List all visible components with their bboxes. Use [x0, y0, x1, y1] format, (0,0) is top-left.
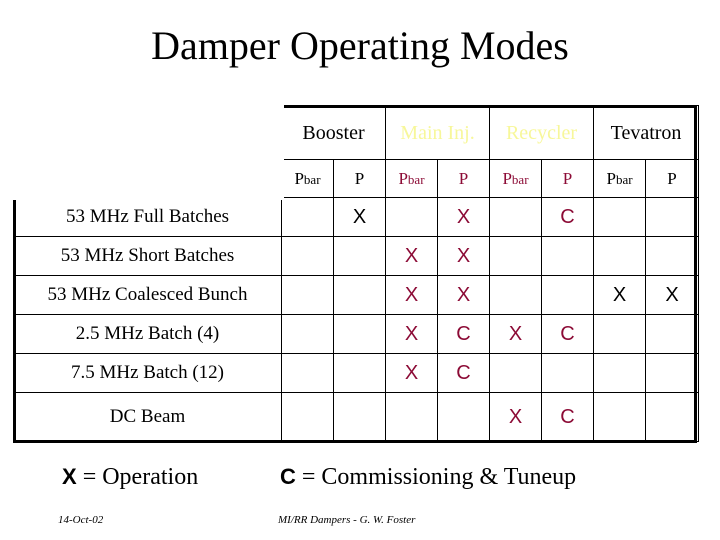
subheader-booster-pbar: Pbar [281, 159, 334, 198]
subheader-subscript: bar [511, 171, 529, 187]
subheader-subscript: bar [303, 171, 321, 187]
table-group-header-row: Booster Main Inj. Recycler Tevatron [13, 105, 700, 160]
cell-recycler-pbar [489, 236, 542, 276]
legend-label-operation: = Operation [82, 464, 199, 490]
row-label: 7.5 MHz Batch (12) [13, 353, 282, 393]
cell-booster-p [333, 392, 386, 442]
cell-recycler-p [540, 353, 595, 393]
cell-tevatron-pbar [593, 392, 647, 442]
table-row: 7.5 MHz Batch (12) X C [13, 353, 700, 393]
cell-booster-pbar [281, 275, 334, 315]
cell-main-inj-pbar [385, 392, 438, 442]
table-row: 2.5 MHz Batch (4) X C X C [13, 314, 700, 354]
cell-main-inj-p: C [437, 353, 490, 393]
cell-tevatron-pbar [593, 236, 647, 276]
cell-booster-p [333, 275, 386, 315]
group-header-recycler: Recycler [488, 105, 595, 160]
cell-tevatron-p [645, 314, 700, 354]
cell-booster-p [333, 314, 386, 354]
subheader-text: P [667, 168, 677, 188]
cell-recycler-pbar [489, 275, 542, 315]
row-label: 53 MHz Coalesced Bunch [13, 275, 282, 315]
legend-glyph-x: X [62, 464, 77, 489]
cell-main-inj-pbar: X [385, 353, 438, 393]
cell-booster-pbar [281, 314, 334, 354]
cell-booster-pbar [281, 197, 334, 237]
damper-operating-modes-table: Booster Main Inj. Recycler Tevatron Pbar… [13, 105, 700, 442]
subheader-text: P [458, 168, 469, 188]
cell-tevatron-p [645, 392, 700, 442]
footer-date: 14-Oct-02 [58, 514, 104, 526]
cell-main-inj-pbar: X [385, 314, 438, 354]
cell-tevatron-p [645, 236, 700, 276]
cell-tevatron-pbar [593, 314, 647, 354]
table-row: 53 MHz Coalesced Bunch X X X X [13, 275, 700, 315]
legend-item-operation: X = Operation [62, 462, 198, 492]
cell-recycler-pbar [489, 197, 542, 237]
subheader-main-inj-p: P [437, 159, 490, 198]
cell-booster-p: X [333, 197, 386, 237]
cell-booster-pbar [281, 353, 334, 393]
subheader-booster-p: P [333, 159, 386, 198]
table-subheader-row: Pbar P Pbar P Pbar P Pbar P [13, 159, 700, 198]
cell-booster-p [333, 236, 386, 276]
subheader-text: P [294, 168, 304, 188]
cell-tevatron-p [645, 197, 700, 237]
cell-main-inj-p: X [437, 236, 490, 276]
legend: X = Operation C = Commissioning & Tuneup [0, 462, 720, 496]
cell-recycler-p: C [540, 392, 595, 442]
subheader-recycler-p: P [540, 159, 595, 198]
cell-tevatron-pbar: X [593, 275, 647, 315]
subheader-text: P [562, 168, 573, 188]
cell-main-inj-p: X [437, 197, 490, 237]
row-label: DC Beam [13, 392, 282, 442]
cell-main-inj-p: X [437, 275, 490, 315]
table-row: 53 MHz Full Batches X X C [13, 197, 700, 237]
cell-tevatron-p: X [645, 275, 700, 315]
cell-recycler-p [540, 236, 595, 276]
cell-recycler-pbar [489, 353, 542, 393]
legend-glyph-c: C [280, 464, 296, 489]
cell-main-inj-p [437, 392, 490, 442]
legend-label-commissioning: = Commissioning & Tuneup [301, 464, 577, 490]
cell-recycler-pbar: X [489, 314, 542, 354]
table-row: DC Beam X C [13, 392, 700, 442]
cell-recycler-p [540, 275, 595, 315]
corner-cell-2 [13, 159, 282, 198]
cell-tevatron-p [645, 353, 700, 393]
cell-main-inj-pbar: X [385, 275, 438, 315]
cell-tevatron-pbar [593, 197, 647, 237]
subheader-tevatron-pbar: Pbar [593, 159, 647, 198]
subheader-subscript: bar [407, 171, 425, 187]
subheader-text: P [354, 168, 365, 188]
subheader-recycler-pbar: Pbar [489, 159, 542, 198]
cell-main-inj-p: C [437, 314, 490, 354]
table-row: 53 MHz Short Batches X X [13, 236, 700, 276]
row-label: 2.5 MHz Batch (4) [13, 314, 282, 354]
cell-booster-pbar [281, 236, 334, 276]
row-label: 53 MHz Full Batches [13, 197, 282, 237]
group-header-main-inj: Main Inj. [385, 105, 490, 160]
page-title: Damper Operating Modes [151, 23, 569, 68]
group-header-booster: Booster [281, 105, 386, 160]
cell-tevatron-pbar [593, 353, 647, 393]
subheader-subscript: bar [615, 171, 633, 187]
subheader-text: P [502, 168, 512, 188]
group-header-tevatron: Tevatron [593, 105, 700, 160]
cell-booster-p [333, 353, 386, 393]
cell-recycler-pbar: X [489, 392, 542, 442]
subheader-main-inj-pbar: Pbar [385, 159, 438, 198]
footer-credit: MI/RR Dampers - G. W. Foster [278, 514, 416, 526]
corner-cell [13, 105, 282, 160]
subheader-tevatron-p: P [645, 159, 700, 198]
cell-main-inj-pbar [385, 197, 438, 237]
cell-main-inj-pbar: X [385, 236, 438, 276]
subheader-text: P [398, 168, 408, 188]
cell-booster-pbar [281, 392, 334, 442]
legend-item-commissioning: C = Commissioning & Tuneup [280, 462, 576, 492]
subheader-text: P [606, 168, 616, 188]
cell-recycler-p: C [540, 314, 595, 354]
cell-recycler-p: C [540, 197, 595, 237]
row-label: 53 MHz Short Batches [13, 236, 282, 276]
